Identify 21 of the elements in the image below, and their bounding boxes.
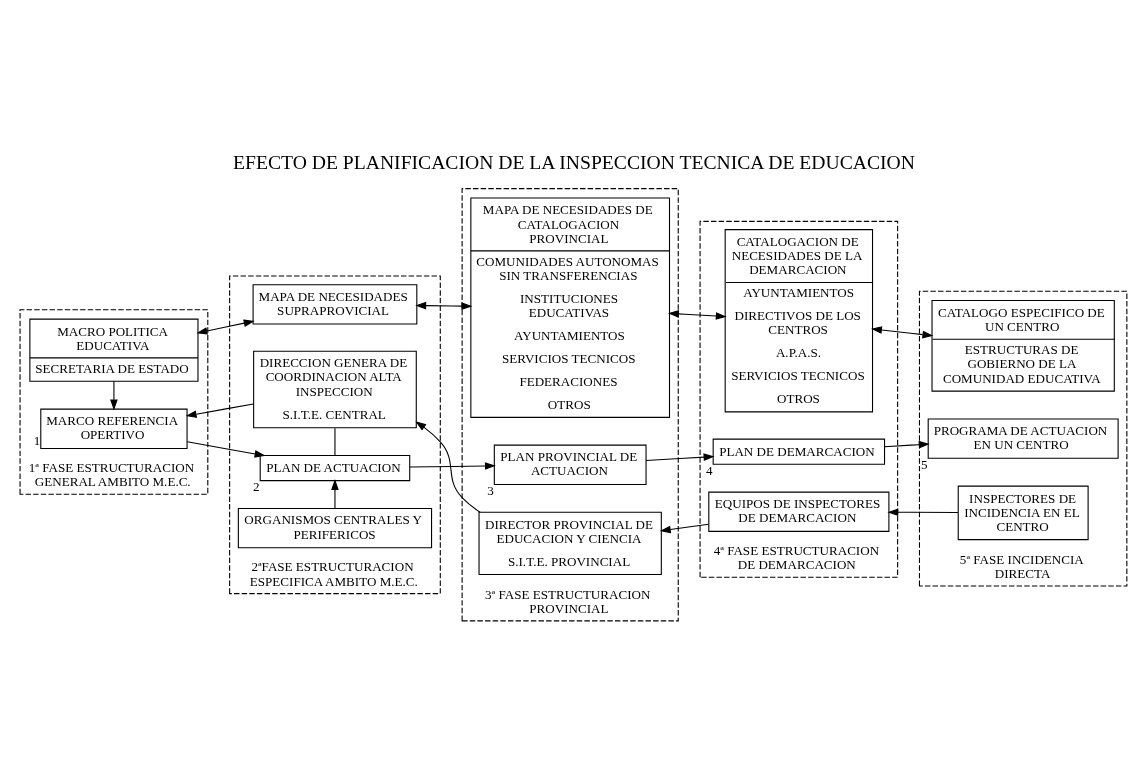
arrow bbox=[185, 402, 254, 418]
arrow bbox=[415, 301, 473, 310]
node-label: 2 bbox=[253, 478, 260, 494]
arrow bbox=[415, 420, 481, 513]
arrow bbox=[871, 325, 934, 338]
arrow bbox=[668, 309, 727, 320]
arrow bbox=[331, 478, 339, 509]
arrow bbox=[887, 507, 959, 516]
node-label: 4 bbox=[706, 462, 713, 478]
node-label: 1 bbox=[33, 432, 41, 448]
connector bbox=[334, 427, 336, 456]
node-label: 3 bbox=[487, 482, 494, 498]
arrow bbox=[884, 440, 930, 449]
arrow bbox=[196, 318, 255, 335]
arrow bbox=[409, 461, 496, 470]
node-label: 5 bbox=[921, 456, 928, 472]
arrow bbox=[186, 440, 266, 458]
arrow bbox=[659, 523, 710, 533]
diagram-title: EFECTO DE PLANIFICACION DE LA INSPECCION TECNICA DE EDUCACION bbox=[233, 150, 915, 173]
arrow bbox=[110, 380, 118, 410]
arrow bbox=[645, 452, 715, 461]
